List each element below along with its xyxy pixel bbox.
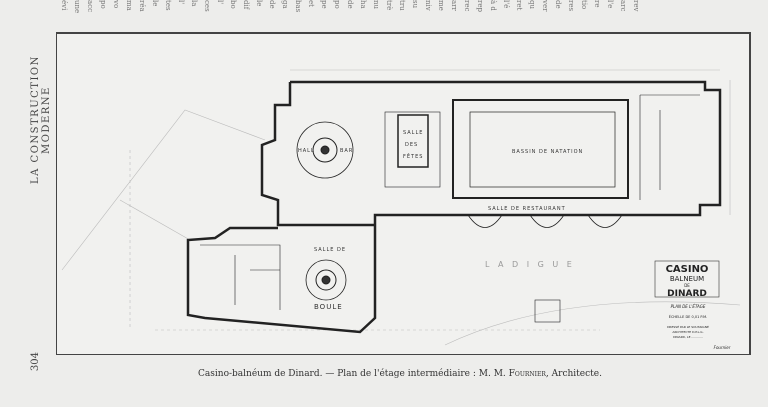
site-lines: [61, 69, 741, 346]
adjacent-page-fragment: rep: [476, 0, 484, 12]
adjacent-page-fragment: ha: [359, 0, 367, 9]
room-label-fetes-2: DES: [405, 142, 418, 148]
title-note-1: DRESSÉ PAR LE SOUSSIGNÉ: [667, 324, 709, 329]
caption-text: Casino-balnéum de Dinard. — Plan de l'ét…: [198, 369, 509, 379]
adjacent-page-fragment: arr: [450, 0, 458, 11]
title-balneum: BALNEUM: [670, 275, 704, 283]
adjacent-page-fragment: ret: [515, 0, 523, 11]
room-label-bassin: BASSIN DE NATATION: [512, 149, 583, 155]
adjacent-page-fragment: tio: [580, 0, 588, 10]
adjacent-page-fragment: nu: [372, 0, 380, 10]
adjacent-page-fragment: arc: [619, 0, 627, 12]
adjacent-page-fragment: ces: [203, 0, 211, 12]
adjacent-page-fragment: acc: [86, 0, 94, 13]
title-note-3: DINARD, LE ............: [673, 335, 703, 339]
adjacent-page-fragment: l': [177, 0, 185, 5]
title-de: DE: [684, 283, 690, 288]
adjacent-page-fragment: réa: [138, 0, 146, 12]
adjacent-page-fragment: rev: [632, 0, 640, 12]
label-digue: L A D I G U E: [485, 260, 575, 269]
adjacent-page-fragment: tru: [398, 0, 406, 11]
adjacent-page-fragment: su: [411, 0, 419, 9]
adjacent-page-fragment: po: [333, 0, 341, 9]
adjacent-page-fragment: de: [268, 0, 276, 9]
adjacent-page-fragment: re: [593, 0, 601, 8]
adjacent-page-fragment: po: [99, 0, 107, 9]
architect-signature: Fournier: [714, 345, 731, 350]
adjacent-page-fragment: rec: [463, 0, 471, 12]
room-label-salle-de: SALLE DE: [314, 247, 346, 253]
adjacent-page-fragment: à d: [489, 0, 497, 11]
title-block: CASINO BALNEUM DE DINARD PLAN DE L'ÉTAGE…: [654, 260, 731, 350]
adjacent-page-fragment: ga: [281, 0, 289, 9]
adjacent-page-fragment: ma: [125, 0, 133, 11]
plan-frame: [56, 32, 751, 355]
adjacent-page-fragment: bas: [294, 0, 302, 13]
room-label-hall: HALL: [298, 148, 315, 154]
adjacent-page-fragment: l'é: [502, 0, 510, 9]
adjacent-page-fragment: res: [567, 0, 575, 12]
adjacent-page-fragment: niv: [424, 0, 432, 11]
adjacent-page-fragment: la: [190, 0, 198, 7]
adjacent-page-fragment: bo: [229, 0, 237, 9]
room-label-bar: BAR: [340, 148, 353, 154]
room-labels: HALL BAR SALLE DES FÊTES BASSIN DE NATAT…: [298, 130, 583, 311]
caption-author: Fournier: [508, 369, 546, 379]
title-scale: ÉCHELLE DE 0,01 P.M.: [669, 314, 707, 319]
room-label-boule: BOULE: [314, 303, 343, 311]
adjacent-page-fragment: ver: [541, 0, 549, 12]
figure-caption: Casino-balnéum de Dinard. — Plan de l'ét…: [0, 369, 768, 379]
title-note-2: ARCHITECTE D.P.L.G.: [672, 330, 703, 334]
adjacent-page-fragment: le: [151, 0, 159, 7]
caption-suffix: , Architecte.: [545, 369, 602, 379]
adjacent-page-fragment: me: [437, 0, 445, 11]
title-subtitle: PLAN DE L'ÉTAGE: [671, 304, 706, 309]
adjacent-page-fragment: dif: [242, 0, 250, 10]
adjacent-page-fragment: de: [554, 0, 562, 9]
adjacent-page-fragment: l': [216, 0, 224, 5]
adjacent-page-fragment: l'e: [606, 0, 614, 9]
adjacent-page-fragment: une: [73, 0, 81, 14]
adjacent-page-fragment: évi: [60, 0, 68, 11]
adjacent-page-fragment: de: [346, 0, 354, 9]
title-dinard: DINARD: [667, 289, 707, 299]
adjacent-page-fragment: qu: [528, 0, 536, 9]
adjacent-page-fragment: trè: [385, 0, 393, 11]
title-casino: CASINO: [666, 264, 709, 275]
adjacent-page-fragment: pe: [320, 0, 328, 9]
walls: [186, 80, 722, 334]
adjacent-page-fragment: vo: [112, 0, 120, 9]
room-label-restaurant: SALLE DE RESTAURANT: [488, 206, 566, 212]
adjacent-page-fragment: et: [307, 0, 315, 7]
room-label-fetes-3: FÊTES: [403, 152, 423, 160]
room-label-fetes-1: SALLE: [403, 130, 423, 136]
adjacent-page-fragment: le: [255, 0, 263, 7]
adjacent-page-fragment: tes: [164, 0, 172, 11]
